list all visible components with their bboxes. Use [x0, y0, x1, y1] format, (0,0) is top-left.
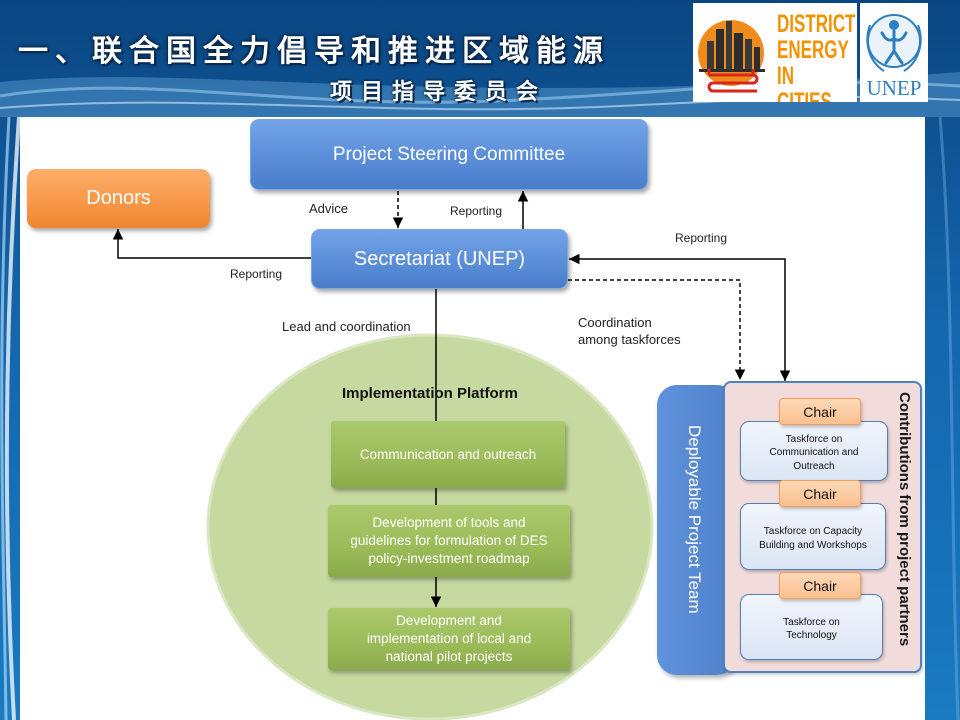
- swoosh-edge: [0, 116, 11, 720]
- platform-item-label: Communication and outreach: [359, 446, 537, 462]
- platform-item-label: Development of tools and guidelines for …: [350, 515, 548, 566]
- arrow-coordination: [568, 279, 746, 380]
- unep-logo: UNEP: [860, 3, 928, 102]
- reporting-from-taskforces-label: Reporting: [675, 231, 728, 245]
- chair-badge: Chair: [779, 572, 861, 599]
- advice-label: Advice: [309, 201, 349, 216]
- taskforce-box: Taskforce on Technology: [740, 594, 883, 660]
- contributions-label: Contributions from project partners: [896, 392, 913, 647]
- taskforce-box: Taskforce on Communication and Outreach: [740, 421, 888, 481]
- taskforce-box: Taskforce on Capacity Building and Works…: [740, 503, 886, 570]
- chair-label: Chair: [803, 485, 837, 502]
- slide-subtitle: 项目指导委员会: [330, 79, 548, 105]
- logo-line: IN CITIES: [777, 62, 832, 102]
- steering-committee-label: Project Steering Committee: [332, 143, 566, 165]
- unep-emblem-icon: [866, 14, 922, 72]
- taskforce-label: Taskforce on Technology: [783, 616, 840, 642]
- implementation-platform-title: Implementation Platform: [342, 385, 518, 402]
- chair-label: Chair: [803, 577, 837, 594]
- swoosh-edge: [4, 116, 21, 720]
- platform-item-box: Communication and outreach: [331, 421, 565, 488]
- steering-committee-box: Project Steering Committee: [250, 119, 648, 190]
- platform-item-box: Development and implementation of local …: [328, 608, 570, 670]
- secretariat-label: Secretariat (UNEP): [353, 247, 526, 270]
- chair-badge: Chair: [779, 480, 861, 507]
- slide-title: 一、联合国全力倡导和推进区域能源: [18, 34, 610, 69]
- coordination-label: Coordination among taskforces: [578, 315, 681, 347]
- arrow-reporting-from-taskforces: [569, 253, 791, 381]
- district-energy-logo: DISTRICT ENERGY IN CITIES: [693, 3, 857, 102]
- chair-label: Chair: [803, 403, 837, 420]
- taskforce-label: Taskforce on Capacity Building and Works…: [759, 526, 867, 551]
- reporting-to-donors-label: Reporting: [230, 267, 283, 281]
- donors-label: Donors: [86, 187, 151, 209]
- unep-wordmark: UNEP: [866, 76, 922, 100]
- secretariat-box: Secretariat (UNEP): [311, 229, 568, 289]
- swoosh-band: [0, 72, 960, 117]
- reporting-to-committee-label: Reporting: [450, 204, 503, 218]
- taskforce-label: Taskforce on Communication and Outreach: [769, 433, 859, 472]
- platform-item-box: Development of tools and guidelines for …: [328, 505, 570, 577]
- platform-item-label: Development and implementation of local …: [366, 613, 532, 664]
- lead-coordination-label: Lead and coordination: [282, 319, 411, 334]
- district-energy-wordmark: DISTRICT ENERGY IN CITIES: [777, 10, 856, 102]
- city-skyline-icon: [698, 20, 765, 93]
- logo-line: ENERGY: [777, 36, 849, 64]
- swoosh-edge: [938, 116, 960, 720]
- chair-badge: Chair: [779, 398, 861, 425]
- donors-box: Donors: [27, 169, 210, 228]
- logo-line: DISTRICT: [777, 10, 856, 38]
- arrow-reporting-to-donors: [112, 229, 311, 259]
- deployable-team-label: Deployable Project Team: [685, 425, 704, 614]
